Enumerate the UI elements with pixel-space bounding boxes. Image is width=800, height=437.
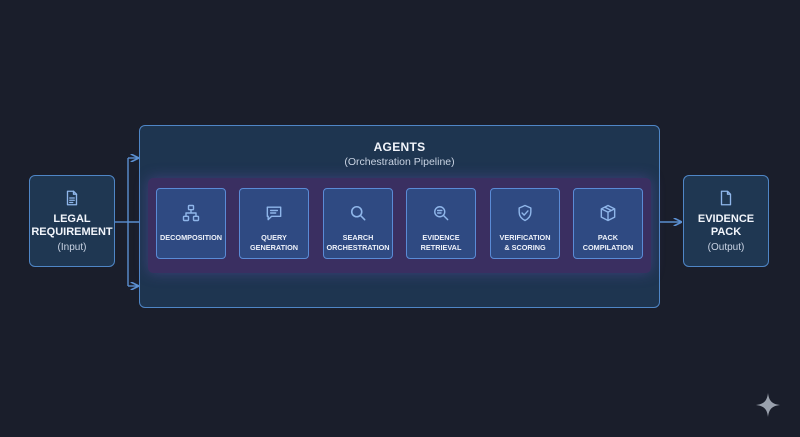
shield-check-icon: [515, 203, 535, 223]
input-subtitle: (Input): [57, 242, 87, 253]
input-title: LEGAL REQUIREMENT: [31, 213, 113, 238]
sparkle-icon: [756, 393, 780, 417]
search-icon: [348, 203, 368, 223]
stage-decomposition: DECOMPOSITION: [156, 188, 226, 259]
stage-query-generation: QUERY GENERATION: [239, 188, 309, 259]
stage-label: VERIFICATION & SCORING: [499, 233, 551, 252]
stage-label: DECOMPOSITION: [159, 233, 223, 242]
output-subtitle: (Output): [707, 242, 745, 253]
output-box: EVIDENCE PACK (Output): [683, 175, 769, 267]
package-icon: [598, 203, 618, 223]
stage-verification-scoring: VERIFICATION & SCORING: [490, 188, 560, 259]
stage-track: [148, 178, 651, 273]
agents-title: AGENTS: [373, 140, 426, 154]
stage-search-orchestration: SEARCH ORCHESTRATION: [323, 188, 393, 259]
magnifier-document-icon: [431, 203, 451, 223]
output-title: EVIDENCE PACK: [697, 213, 755, 238]
hierarchy-icon: [181, 203, 201, 223]
stage-label: SEARCH ORCHESTRATION: [326, 233, 390, 252]
stage-label: PACK COMPILATION: [582, 233, 634, 252]
stage-pack-compilation: PACK COMPILATION: [573, 188, 643, 259]
stage-label: QUERY GENERATION: [249, 233, 299, 252]
stage-label: EVIDENCE RETRIEVAL: [420, 233, 462, 252]
chat-icon: [264, 203, 284, 223]
agents-subtitle: (Orchestration Pipeline): [344, 156, 455, 168]
stage-evidence-retrieval: EVIDENCE RETRIEVAL: [406, 188, 476, 259]
file-icon: [717, 189, 735, 207]
document-icon: [63, 189, 81, 207]
input-box: LEGAL REQUIREMENT (Input): [29, 175, 115, 267]
